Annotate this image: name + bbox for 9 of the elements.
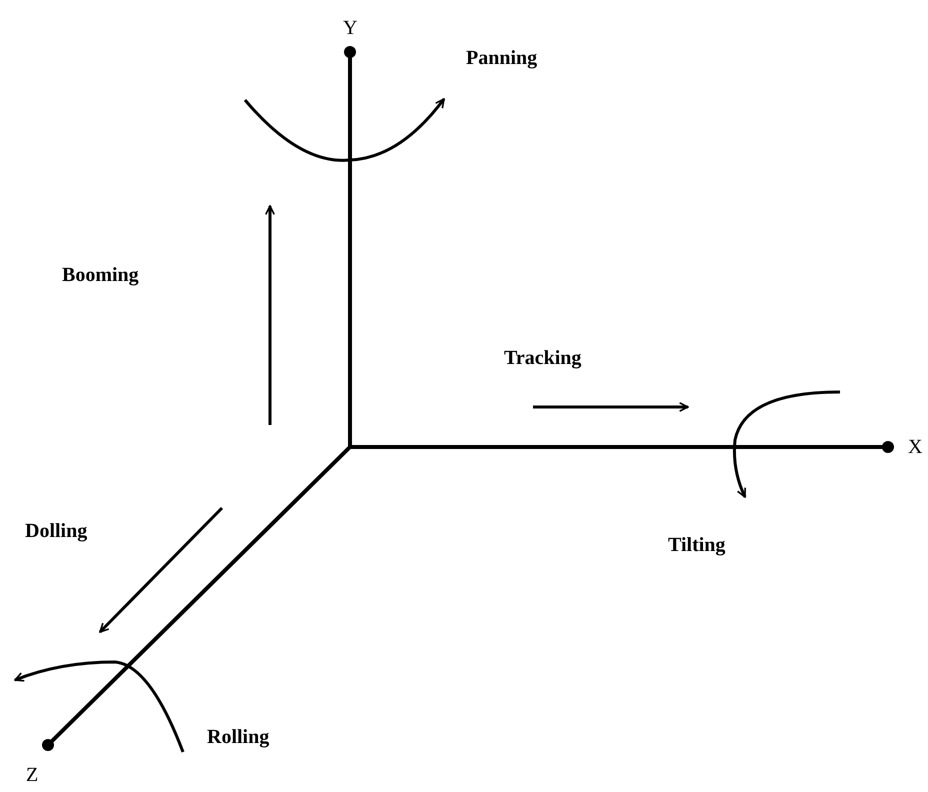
axis-label: Y — [343, 18, 358, 38]
axis-label: X — [908, 437, 922, 457]
motion-label: Booming — [62, 265, 139, 285]
motion-label: Dolling — [25, 521, 88, 541]
motion-label: Tracking — [504, 348, 582, 368]
motion-label: Tilting — [668, 535, 726, 555]
motion-label: Rolling — [207, 727, 270, 747]
axis-label: Z — [26, 765, 38, 785]
motion-label: Panning — [466, 48, 538, 68]
